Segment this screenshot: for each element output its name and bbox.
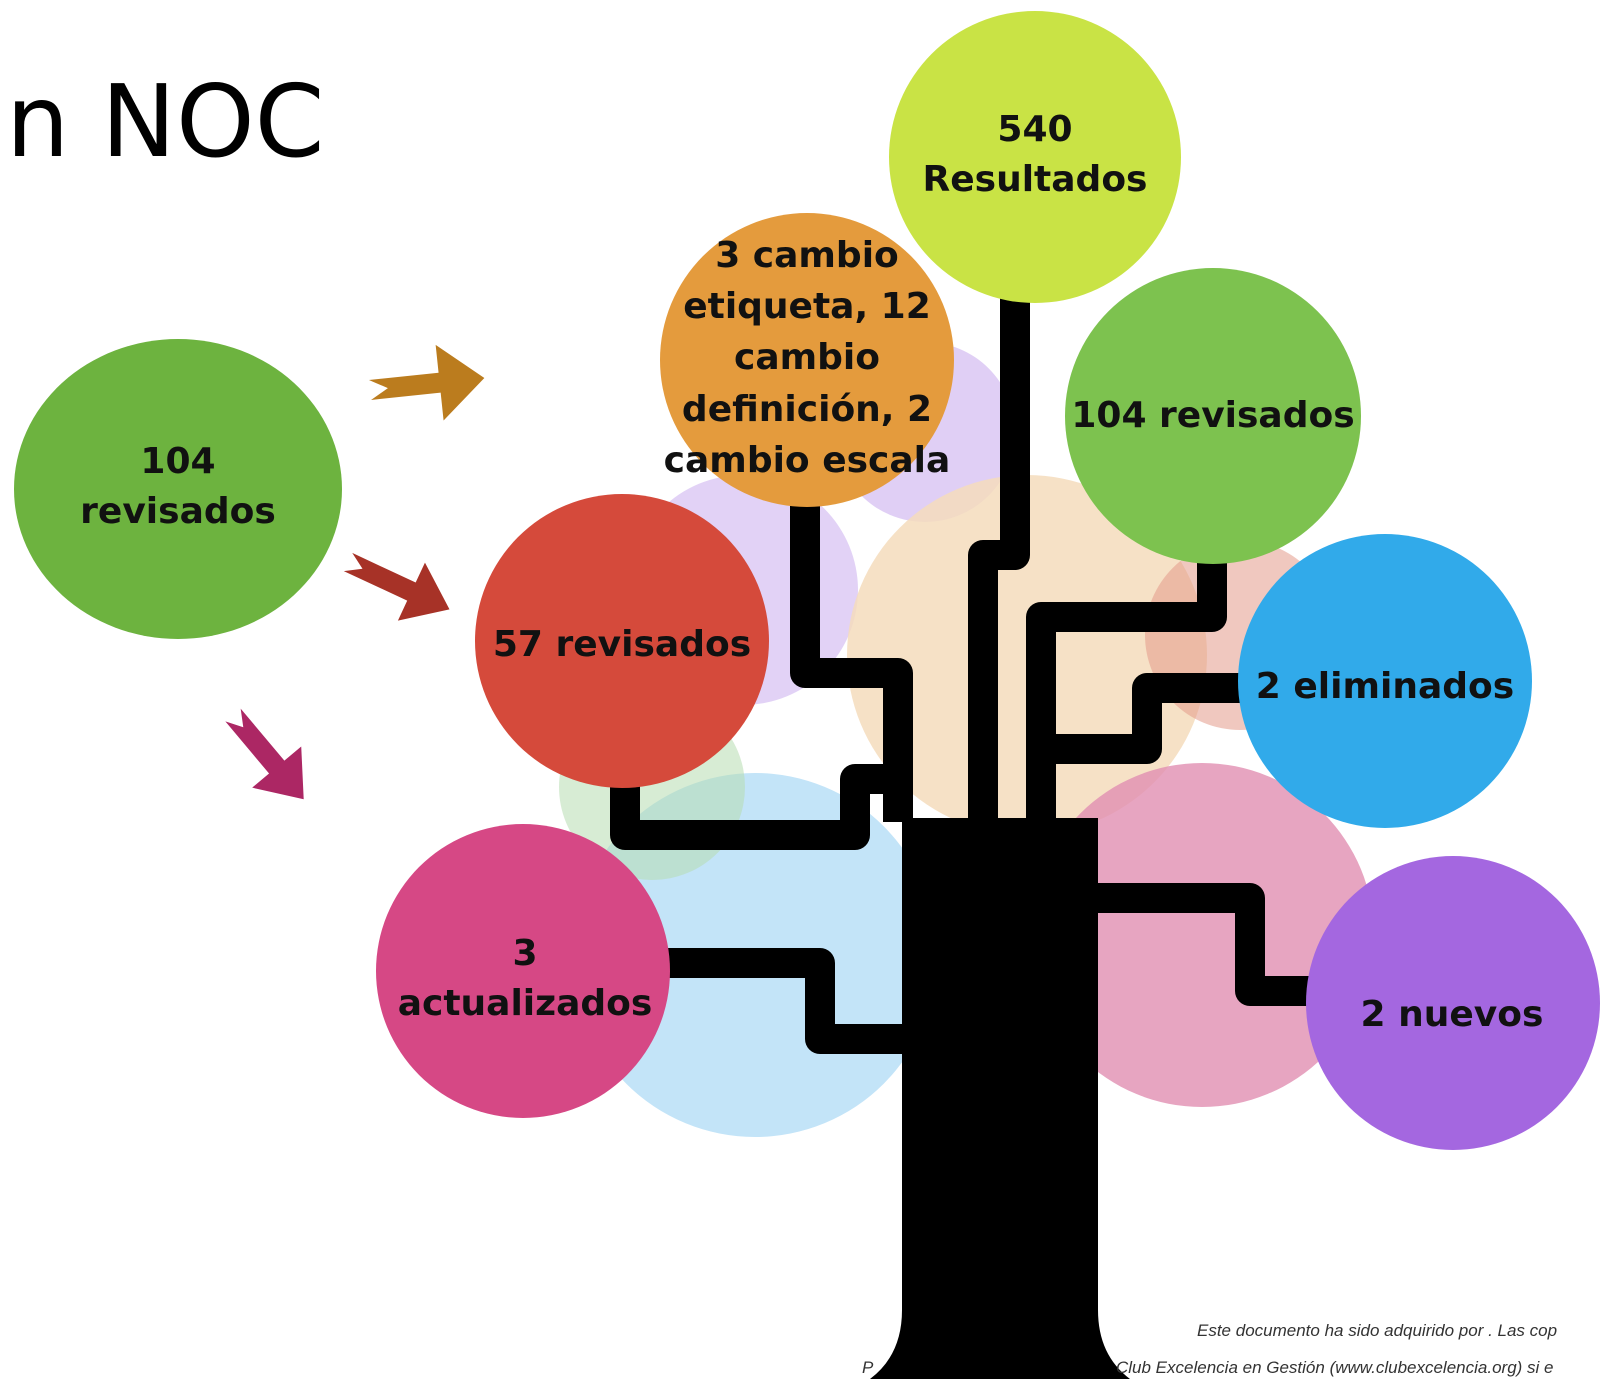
node-red-label: 57 revisados — [492, 624, 752, 666]
tree-trunk — [870, 818, 1130, 1379]
node-purple-circle — [1306, 856, 1600, 1150]
node-red-circle — [475, 494, 769, 788]
footer-line-2-left: P — [862, 1358, 874, 1377]
node-top-label: 540 Resultados — [922, 109, 1148, 200]
footer-line-2-right: Club Excelencia en Gestión (www.clubexce… — [1116, 1358, 1554, 1377]
arrow-down-icon — [225, 708, 304, 800]
branch-orange — [790, 498, 913, 822]
branch-top — [968, 298, 1030, 822]
node-circles — [14, 11, 1600, 1150]
node-purple-label: 2 nuevos — [1360, 994, 1544, 1036]
node-left-source-circle — [14, 339, 342, 639]
node-green-right-label: 104 revisados — [1071, 395, 1355, 437]
arrows — [225, 344, 485, 800]
node-blue-label: 2 eliminados — [1255, 666, 1515, 708]
branch-purple — [1095, 883, 1335, 1006]
node-orange-circle — [660, 213, 954, 507]
node-pink-circle — [376, 824, 670, 1118]
footer-line-1: Este documento ha sido adquirido por . L… — [1197, 1321, 1558, 1340]
branch-red — [610, 764, 905, 850]
node-pink-label: 3 actualizados — [397, 933, 653, 1024]
tree-branches — [610, 298, 1335, 1054]
branch-blue — [1045, 673, 1250, 764]
node-orange-label: 3 cambio etiqueta, 12 cambio definición,… — [663, 235, 951, 481]
node-top-circle — [889, 11, 1181, 303]
branch-pink — [645, 948, 905, 1054]
arrow-down-right-icon — [343, 552, 450, 621]
node-left-source-label: 104 revisados — [80, 441, 276, 532]
arrow-right-icon — [368, 344, 485, 421]
node-green-right-circle — [1065, 268, 1361, 564]
bg-circle-rose — [1030, 763, 1374, 1107]
branch-green-right — [1026, 560, 1227, 822]
page-title: n NOC — [6, 63, 325, 180]
node-blue-circle — [1238, 534, 1532, 828]
